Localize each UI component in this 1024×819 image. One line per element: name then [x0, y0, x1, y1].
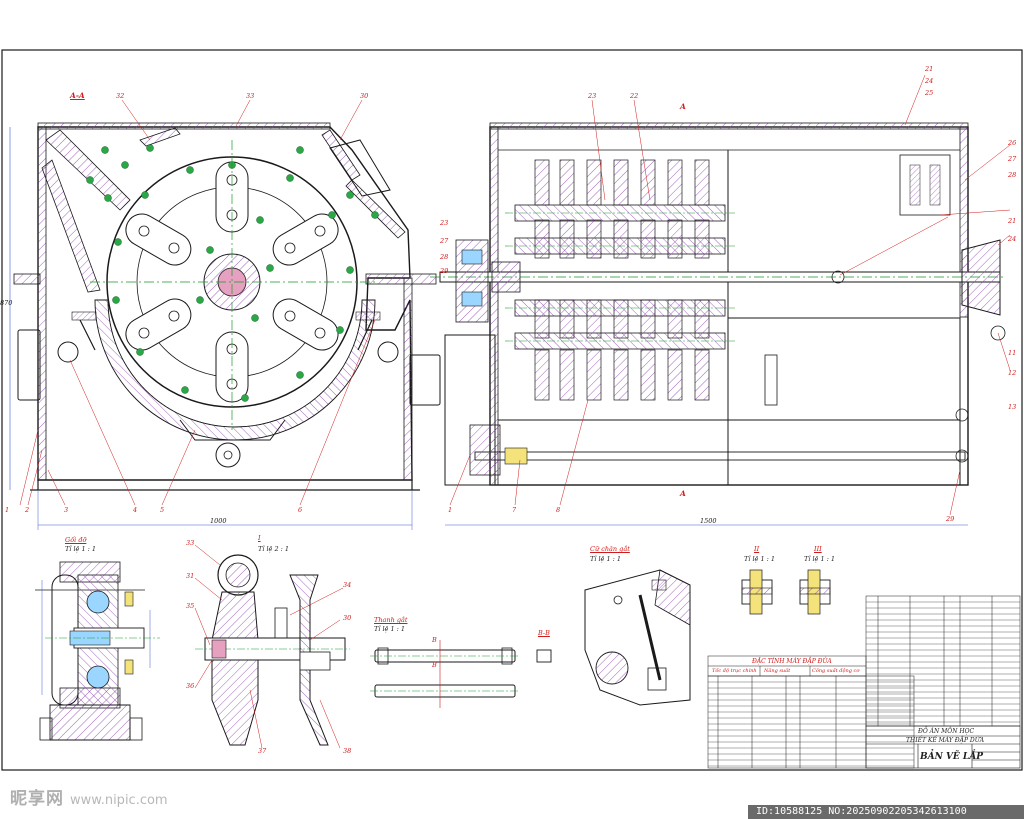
- label-cut-a-top: A: [680, 102, 686, 111]
- callout-i-35: 35: [186, 602, 195, 610]
- callout-rs-24: 24: [1008, 235, 1017, 243]
- callout-i-30: 30: [343, 614, 352, 622]
- callout-rt-21: 21: [925, 65, 934, 73]
- detail-bearing: [35, 561, 160, 741]
- callout-rs-26: 26: [1008, 139, 1017, 147]
- label-section-iii-scale: Tỉ lệ 1 : 1: [804, 555, 836, 563]
- callout-rb-29: 29: [946, 515, 955, 523]
- image-id-bar: ID:10588125 NO:20250902205342613100: [748, 805, 1024, 819]
- label-section-bb: B-B: [538, 629, 550, 637]
- section-view-aa: [9, 99, 441, 530]
- callout-rs-27: 27: [1008, 155, 1017, 163]
- label-cut-b-top: B: [432, 636, 437, 644]
- label-detail-bar: Thanh gắt: [374, 616, 408, 624]
- callout-30: 30: [360, 92, 369, 100]
- dim-height: 870: [0, 299, 13, 307]
- callout-rs-12: 12: [1008, 369, 1017, 377]
- callout-rs-13: 13: [1008, 403, 1017, 411]
- callout-27-left: 27: [440, 237, 449, 245]
- watermark: 昵享网 www.nipic.com: [10, 784, 168, 809]
- label-detail-mount: Cữ chặn gắt: [590, 545, 630, 553]
- callout-i-36: 36: [186, 682, 195, 690]
- spec-table-header: ĐẶC TÍNH MÁY ĐẬP ĐÙA: [752, 658, 832, 665]
- label-cut-b-bottom: B: [432, 661, 437, 669]
- callout-rb-1: 1: [448, 506, 453, 514]
- hammer-rows: [534, 159, 710, 401]
- callout-bl-5: 5: [160, 506, 165, 514]
- label-section-aa: A-A: [70, 91, 85, 100]
- callout-i-31: 31: [186, 572, 195, 580]
- callout-rb-8: 8: [556, 506, 561, 514]
- dim-left-width: 1000: [210, 517, 227, 525]
- callout-rb-7: 7: [512, 506, 517, 514]
- section-ii: [741, 569, 773, 615]
- callout-rs-21: 21: [1008, 217, 1017, 225]
- label-detail-i: I: [258, 534, 261, 542]
- callout-rs-11: 11: [1008, 349, 1017, 357]
- label-cut-a-bottom: A: [680, 489, 686, 498]
- label-detail-mount-scale: Tỉ lệ 1 : 1: [590, 555, 622, 563]
- callout-i-37: 37: [258, 747, 267, 755]
- spec-col-power: Công suất động cơ: [812, 668, 860, 674]
- title-block-course: ĐỒ ÁN MÔN HỌC: [918, 728, 975, 735]
- title-block: [865, 725, 1021, 769]
- callout-bl-4: 4: [133, 506, 138, 514]
- callout-bl-1: 1: [5, 506, 10, 514]
- callout-rt-23: 23: [588, 92, 597, 100]
- parts-list-table: [865, 595, 1021, 727]
- spec-col-speed: Tốc độ trục chính: [712, 668, 757, 674]
- callout-29-left: 29: [440, 267, 449, 275]
- callout-i-38: 38: [343, 747, 352, 755]
- callout-i-33: 33: [186, 539, 195, 547]
- spec-col-capacity: Năng suất: [764, 668, 791, 674]
- callout-bl-6: 6: [298, 506, 303, 514]
- detail-bar: [370, 640, 552, 708]
- callout-rt-25: 25: [925, 89, 934, 97]
- label-section-ii: II: [754, 545, 760, 553]
- callout-i-34: 34: [343, 581, 352, 589]
- callout-23-left: 23: [440, 219, 449, 227]
- label-detail-i-scale: Tỉ lệ 2 : 1: [258, 545, 290, 553]
- section-iii: [799, 569, 831, 615]
- callout-bl-3: 3: [64, 506, 69, 514]
- label-detail-bar-scale: Tỉ lệ 1 : 1: [374, 625, 406, 633]
- watermark-brand: 昵享网: [10, 789, 64, 809]
- label-section-iii: III: [814, 545, 822, 553]
- front-view: [430, 74, 1011, 526]
- callout-rt-24: 24: [925, 77, 934, 85]
- title-block-drawing-name: BẢN VẼ LẮP: [920, 752, 984, 762]
- detail-mount: [584, 569, 691, 706]
- label-detail-bearing: Gối đỡ: [65, 536, 87, 544]
- label-section-ii-scale: Tỉ lệ 1 : 1: [744, 555, 776, 563]
- dim-right-width: 1500: [700, 517, 717, 525]
- callout-bl-2: 2: [25, 506, 30, 514]
- callout-32: 32: [116, 92, 125, 100]
- drawing-frame: [1, 49, 1023, 771]
- title-block-project: THIẾT KẾ MÁY ĐẬP DỪA: [906, 737, 985, 744]
- parts-list-rows: [866, 601, 1020, 723]
- spec-table-rows: [708, 681, 914, 767]
- detail-i-pulley: [194, 544, 350, 749]
- rotor-bolts: [86, 144, 379, 402]
- watermark-url: www.nipic.com: [70, 793, 168, 808]
- callout-28-left: 28: [440, 253, 449, 261]
- callout-33: 33: [246, 92, 255, 100]
- callout-rs-28: 28: [1008, 171, 1017, 179]
- callout-rt-22: 22: [630, 92, 639, 100]
- label-detail-bearing-scale: Tỉ lệ 1 : 1: [65, 545, 97, 553]
